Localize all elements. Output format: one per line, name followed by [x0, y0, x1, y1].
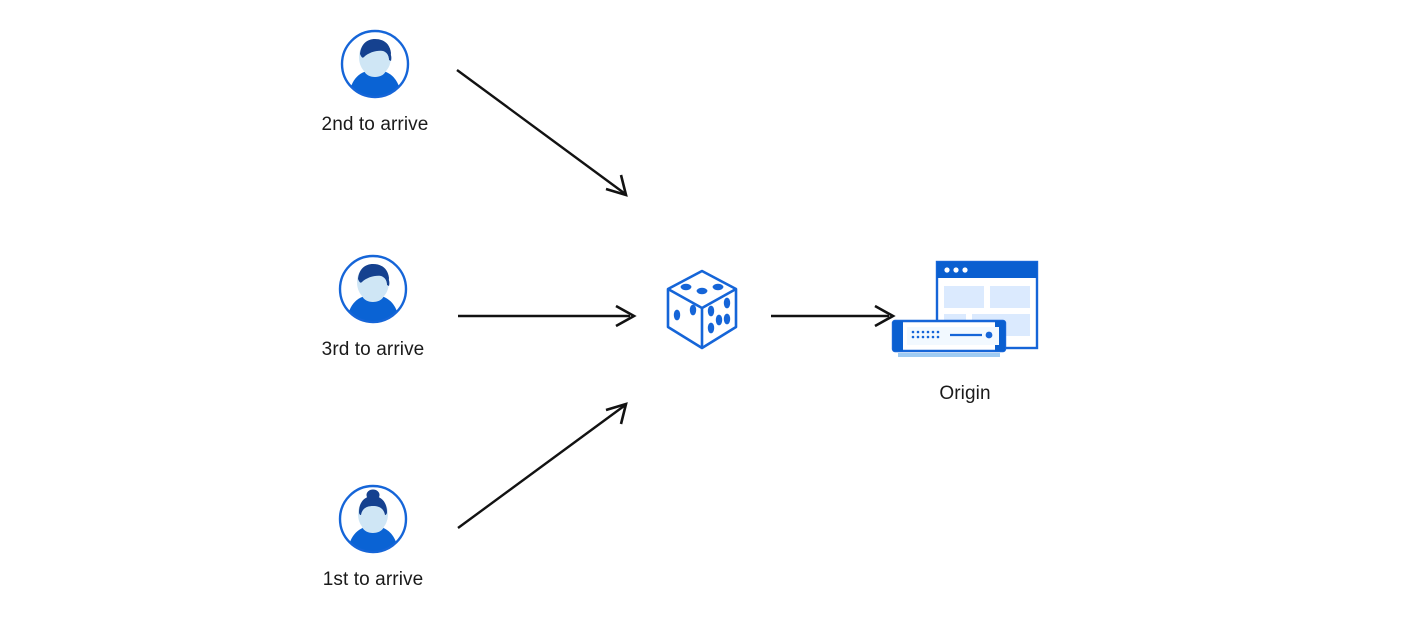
arrow-3rd-to-dice [458, 304, 637, 328]
arrow-1st-to-dice [457, 402, 628, 529]
node-origin[interactable]: Origin [880, 258, 1050, 403]
dice-icon [663, 268, 741, 354]
dice-left-pips [673, 304, 697, 321]
user-avatar-icon [337, 253, 409, 325]
node-client-2nd[interactable]: 2nd to arrive [310, 28, 440, 134]
server-device-icon [891, 319, 1007, 357]
arrow-dice-to-origin [771, 304, 896, 328]
node-randomizer[interactable] [662, 268, 742, 354]
node-label-client-1st: 1st to arrive [322, 569, 424, 590]
node-client-1st[interactable]: 1st to arrive [308, 483, 438, 589]
node-label-origin: Origin [939, 383, 991, 404]
user-avatar-icon [337, 483, 409, 555]
dice-top-pips [680, 283, 724, 295]
arrow-2nd-to-dice [456, 69, 628, 197]
node-client-3rd[interactable]: 3rd to arrive [308, 253, 438, 359]
dice-right-pips [707, 297, 731, 334]
node-label-client-2nd: 2nd to arrive [321, 114, 429, 135]
user-avatar-icon [339, 28, 411, 100]
server-port-dots [911, 330, 940, 339]
origin-server-icon [890, 258, 1040, 368]
node-label-client-3rd: 3rd to arrive [321, 339, 425, 360]
